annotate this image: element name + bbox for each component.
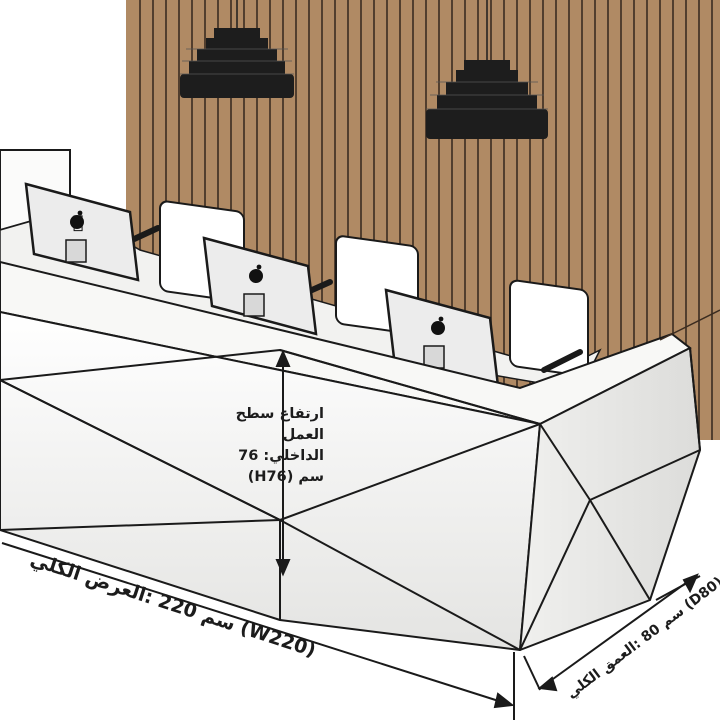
depth-dimension-arrow xyxy=(523,573,701,692)
height-dimension-label: ارتفاع سطح العمل الداخلي: 76 سم (H76) xyxy=(196,404,324,488)
pendant-lamp-icon xyxy=(180,0,294,98)
height-label-line2: الداخلي: 76 xyxy=(238,448,324,464)
pendant-lamp-icon xyxy=(426,0,548,139)
apple-logo-icon xyxy=(431,321,445,335)
height-label-line1: ارتفاع سطح العمل xyxy=(235,406,324,443)
desk-front-panel xyxy=(0,311,701,651)
monitor:  xyxy=(24,182,140,282)
apple-logo-icon xyxy=(249,269,263,283)
apple-logo-icon xyxy=(70,215,84,229)
monitor xyxy=(202,236,318,336)
height-label-line3: سم (H76) xyxy=(247,469,324,485)
chair xyxy=(509,279,589,377)
width-dimension-arrow xyxy=(1,542,515,720)
height-dimension-arrow xyxy=(275,349,291,577)
